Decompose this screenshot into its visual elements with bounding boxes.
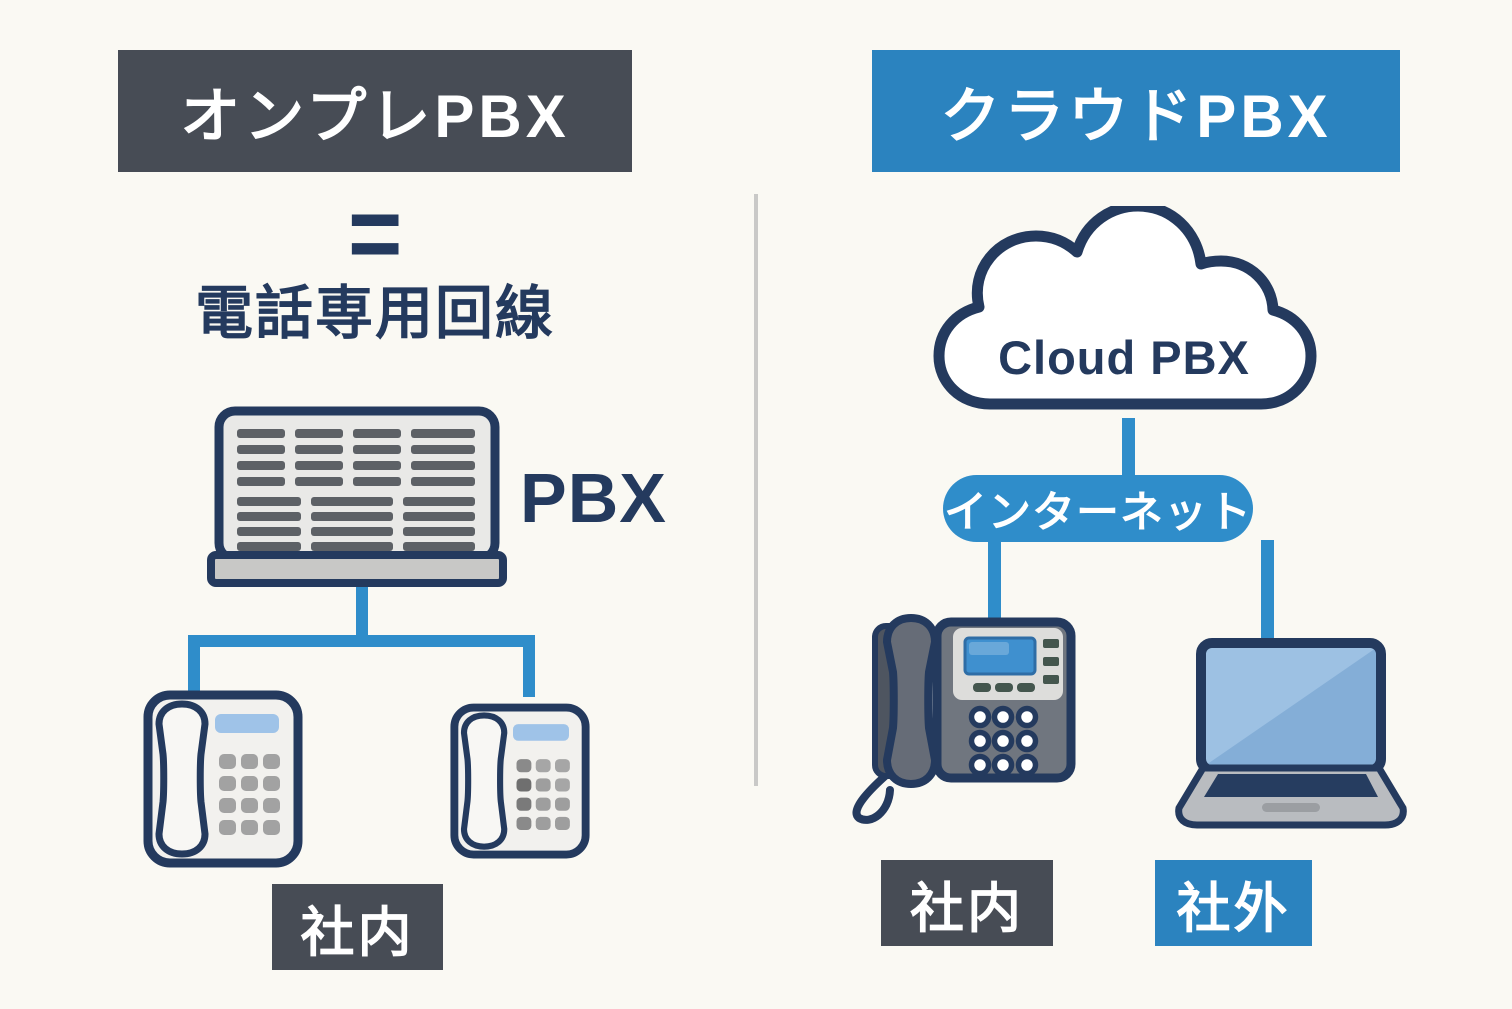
laptop-keyboard (1204, 774, 1378, 797)
onprem-header-label: オンプレPBX (180, 82, 570, 150)
handset (882, 613, 940, 789)
location-badge-internal: 社内 (881, 860, 1053, 946)
pbx-connector-hbar (188, 635, 535, 647)
phone-keypad (968, 705, 1039, 777)
pbx-connector-drop-right (523, 635, 535, 697)
phone-keypad (516, 759, 570, 830)
laptop-icon (1175, 638, 1407, 829)
location-badge-external: 社外 (1155, 860, 1312, 946)
screen-highlight (1206, 648, 1376, 765)
phone-screen (963, 636, 1037, 676)
column-divider (754, 194, 758, 786)
cloud-header-label: クラウドPBX (940, 82, 1332, 150)
phone-display (215, 714, 279, 733)
pbx-connector-stub (356, 581, 368, 639)
cloud-header: クラウドPBX (872, 50, 1400, 172)
laptop-trackpad (1262, 803, 1320, 812)
internet-connector-phone (988, 540, 1001, 625)
desk-phone-icon (143, 690, 303, 868)
internet-connector-laptop (1261, 540, 1274, 648)
phone-display (513, 724, 569, 741)
function-buttons (973, 639, 1059, 692)
handset-cord (852, 766, 896, 824)
pbx-vent-slots (237, 429, 475, 551)
internet-pill: インターネット (943, 475, 1253, 542)
onprem-header: オンプレPBX (118, 50, 632, 172)
cloud-pbx-label: Cloud PBX (998, 331, 1250, 384)
cloud-icon (933, 206, 1317, 410)
location-badge-internal: 社内 (272, 884, 443, 970)
equals-sign: = (347, 175, 403, 293)
pbx-device-label: PBX (520, 459, 667, 537)
cloud-connector-stub (1122, 418, 1135, 480)
desk-phone-icon (450, 703, 590, 859)
handset (155, 700, 209, 858)
pbx-connector-drop-left (188, 635, 200, 697)
business-phone-icon (852, 613, 1076, 824)
pbx-server-icon (207, 406, 507, 587)
phone-keypad (219, 754, 280, 835)
dedicated-line-subtitle: 電話専用回線 (194, 281, 555, 346)
handset (460, 712, 508, 850)
